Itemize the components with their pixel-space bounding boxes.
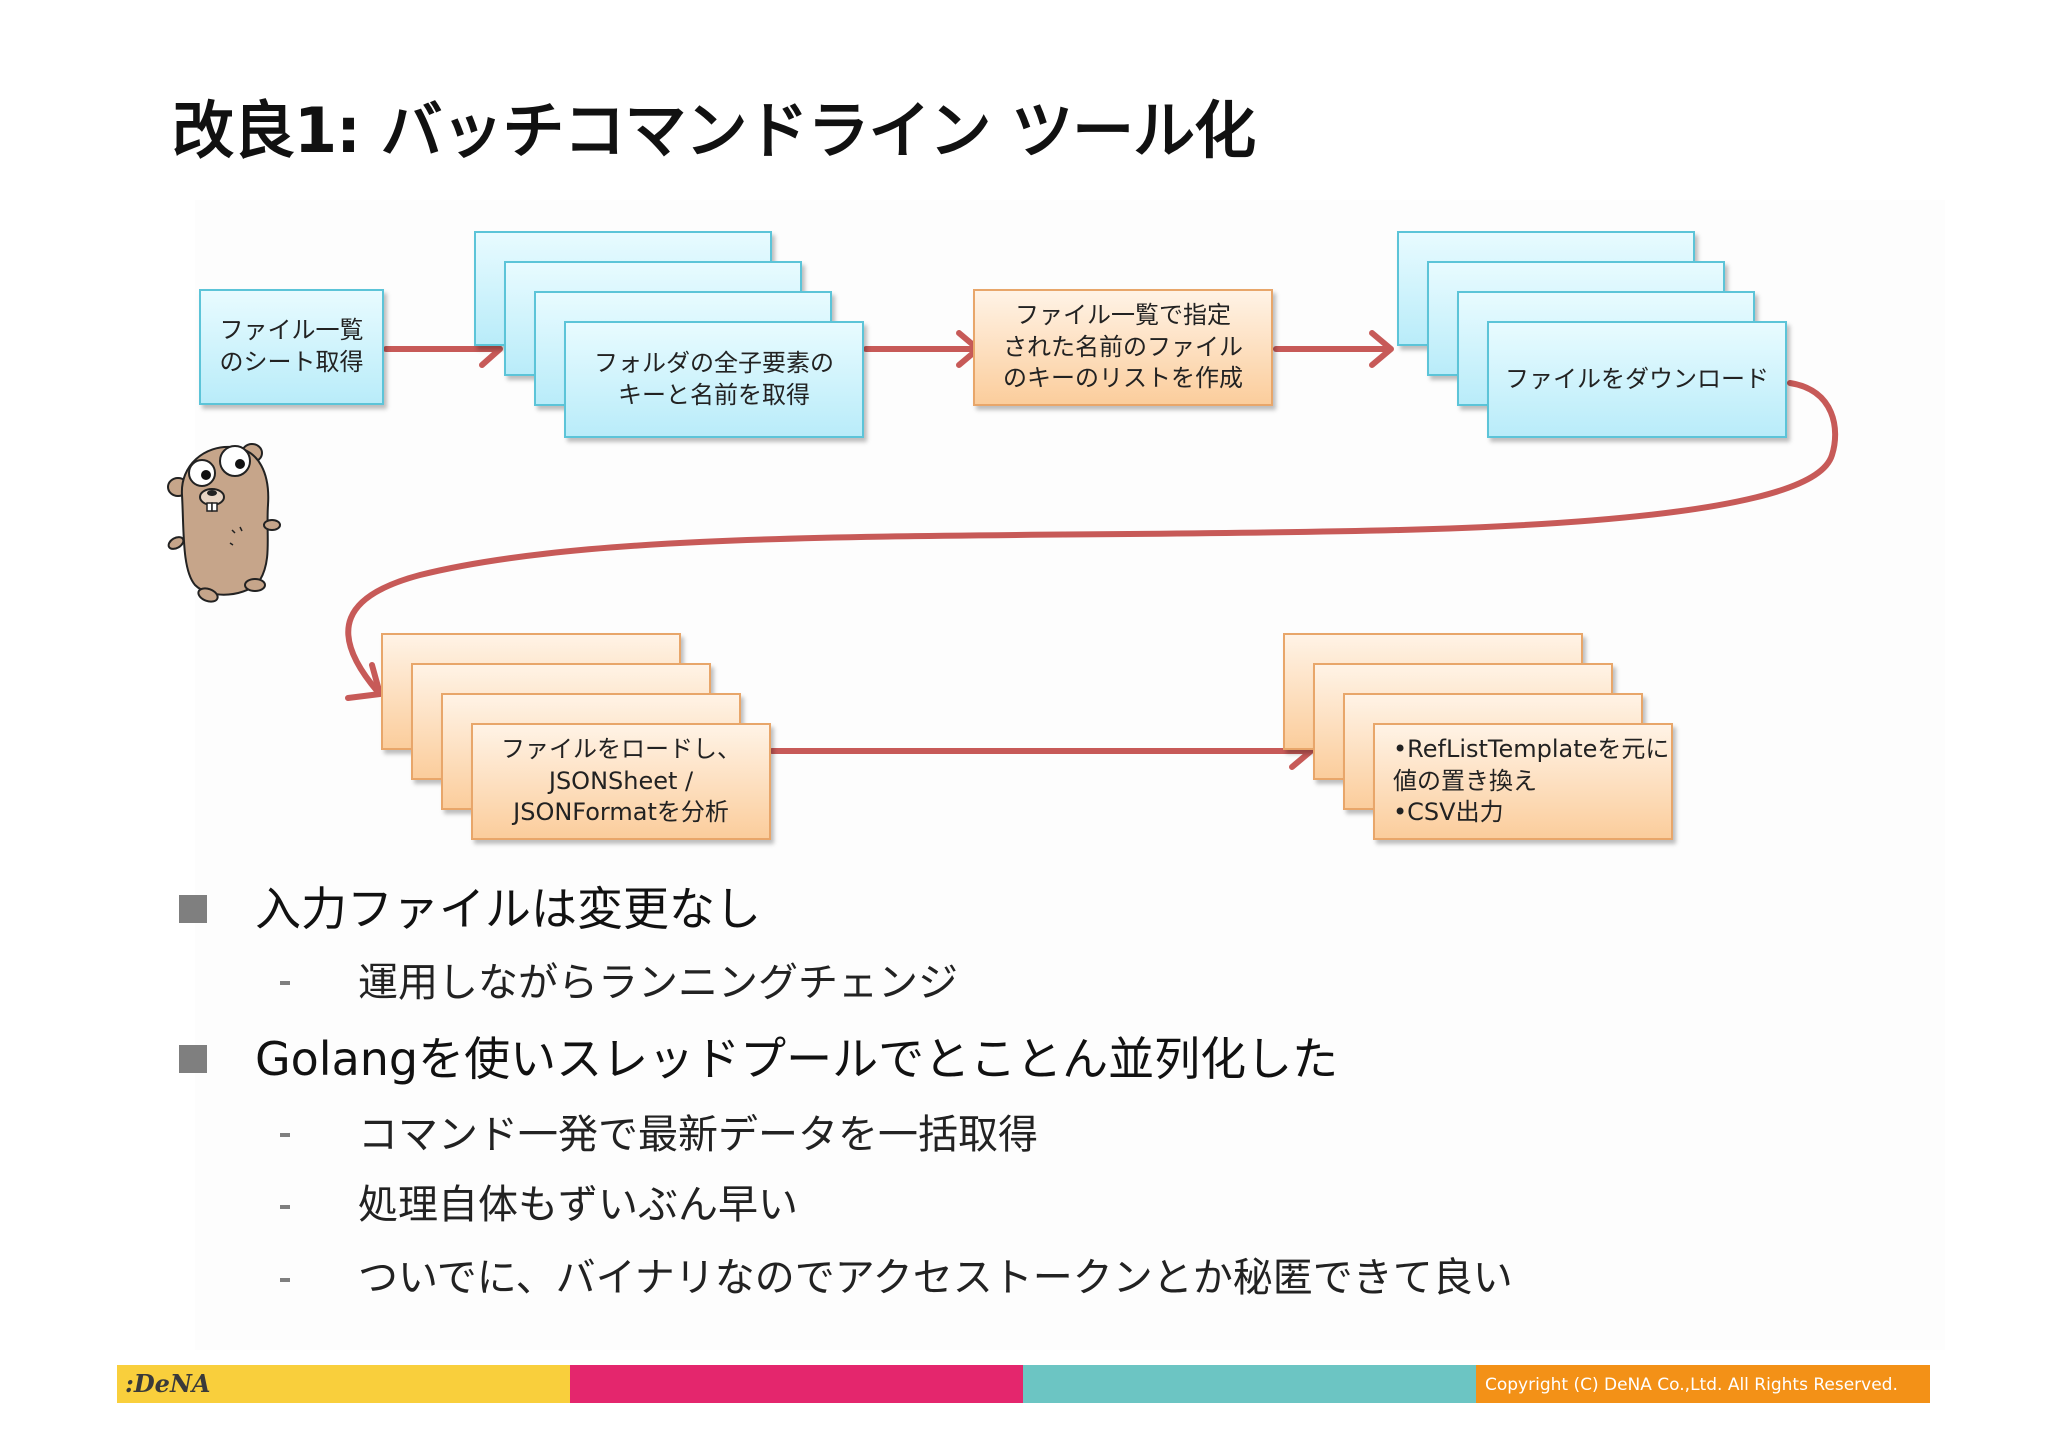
footer-segment-orange — [1476, 1365, 1930, 1403]
bullet-1-sub-1: 運用しながらランニングチェンジ — [358, 960, 958, 1006]
gopher-icon — [167, 443, 281, 603]
step1-text: ファイル一覧 のシート取得 — [219, 316, 364, 376]
sub-bullet-dash-4 — [280, 1278, 290, 1282]
bullet-1-text: 入力ファイルは変更なし — [255, 882, 761, 936]
bullet-2-sub-1: コマンド一発で最新データを一括取得 — [358, 1112, 1038, 1158]
copyright-text: Copyright (C) DeNA Co.,Ltd. All Rights R… — [1485, 1375, 1898, 1395]
step-replace-and-output-csv: •RefListTemplateを元に 値の置き換え •CSV出力 — [1373, 723, 1673, 840]
step-create-key-list: ファイル一覧で指定 された名前のファイル のキーのリストを作成 — [973, 289, 1273, 406]
step2-text: フォルダの全子要素の キーと名前を取得 — [594, 348, 834, 409]
step-download-files: ファイルをダウンロード — [1487, 321, 1787, 438]
bullet-square-1 — [179, 895, 207, 923]
slide-title: 改良1: バッチコマンドライン ツール化 — [172, 94, 1256, 167]
footer-segment-teal — [1023, 1365, 1476, 1403]
bullet-square-2 — [179, 1045, 207, 1073]
step-get-folder-children-keys: フォルダの全子要素の キーと名前を取得 — [564, 321, 864, 438]
step-load-and-analyze: ファイルをロードし、 JSONSheet / JSONFormatを分析 — [471, 723, 771, 840]
sub-bullet-dash-3 — [280, 1205, 290, 1209]
sub-bullet-dash-1 — [280, 981, 290, 985]
sub-bullet-dash-2 — [280, 1133, 290, 1137]
step3-text: ファイル一覧で指定 された名前のファイル のキーのリストを作成 — [1003, 300, 1243, 393]
footer-segment-yellow — [117, 1365, 570, 1403]
step-get-file-list-sheet: ファイル一覧 のシート取得 — [199, 289, 384, 405]
footer-segment-pink — [570, 1365, 1023, 1403]
arrow-4-5 — [345, 380, 1839, 695]
step5-text: ファイルをロードし、 JSONSheet / JSONFormatを分析 — [501, 734, 741, 827]
bullet-2-sub-2: 処理自体もずいぶん早い — [358, 1182, 798, 1228]
step6-text: •RefListTemplateを元に 値の置き換え •CSV出力 — [1393, 734, 1670, 827]
footer-color-bar — [117, 1365, 1930, 1403]
step4-text: ファイルをダウンロード — [1505, 364, 1769, 393]
bullet-2-text: Golangを使いスレッドプールでとことん並列化した — [255, 1032, 1339, 1086]
dena-logo: :DeNA — [125, 1369, 211, 1398]
bullet-2-sub-3: ついでに、バイナリなのでアクセストークンとか秘匿できて良い — [358, 1255, 1513, 1301]
